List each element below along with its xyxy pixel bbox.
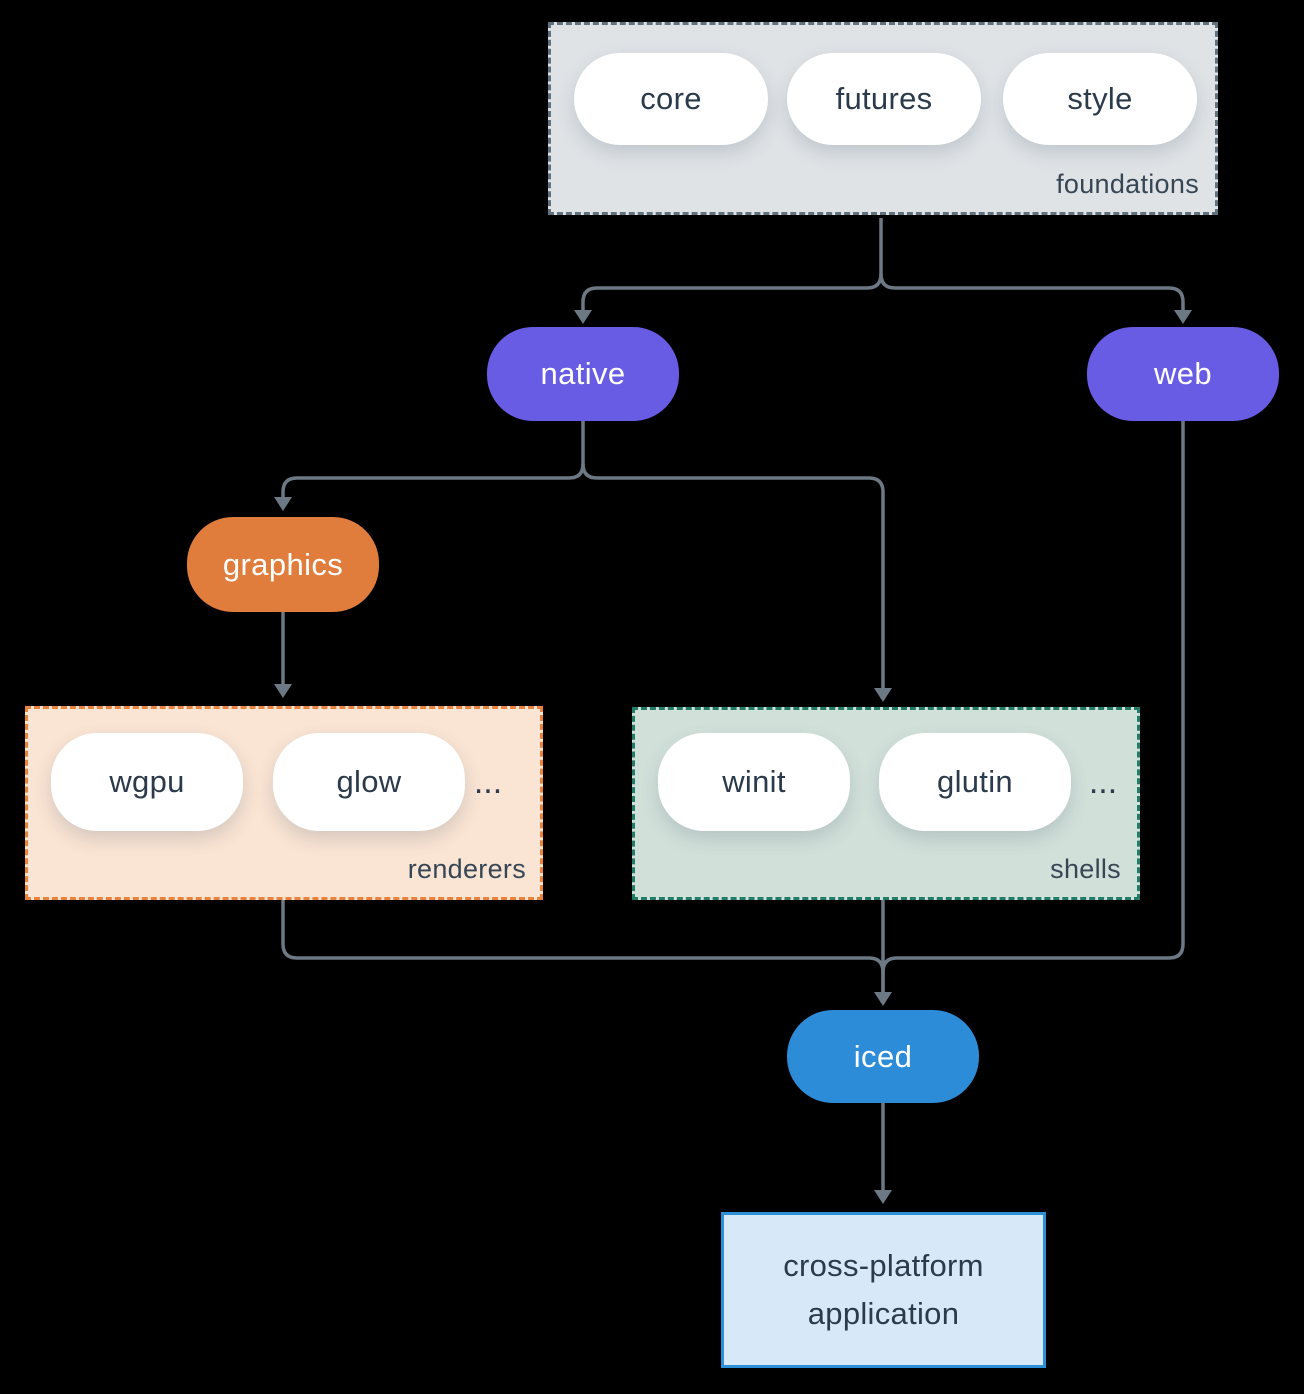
app-box-line1: cross-platform [783,1248,984,1283]
pill-wgpu-label: wgpu [109,764,185,799]
pill-winit-label: winit [722,764,786,799]
pill-winit: winit [658,733,850,831]
arrowhead-graphics [274,497,292,511]
group-foundations: core futures style foundations [548,22,1218,215]
node-iced-label: iced [853,1038,913,1074]
edge-native-to-graphics [281,463,585,497]
node-iced: iced [787,1010,979,1103]
app-box-line2: application [807,1296,960,1331]
pill-style-label: style [1067,81,1133,116]
node-graphics-label: graphics [222,546,344,582]
app-box: cross-platform application [721,1212,1046,1368]
arrowhead-native [574,310,592,324]
arrowhead-shells [874,688,892,702]
pill-glow: glow [273,733,465,831]
pill-futures: futures [787,53,981,145]
group-renderers: wgpu glow ... renderers [25,706,543,900]
pill-wgpu: wgpu [51,733,243,831]
group-renderers-label: renderers [407,854,526,884]
node-web-label: web [1153,356,1213,391]
arrowhead-iced [874,992,892,1006]
arrowhead-web [1174,310,1192,324]
group-shells: winit glutin ... shells [632,707,1140,900]
arrowhead-renderers [274,684,292,698]
renderers-ellipsis: ... [473,762,503,801]
pill-glow-label: glow [336,764,402,799]
arrowhead-app [874,1190,892,1204]
edge-renderers-to-iced [281,900,885,992]
edge-native-to-shells [581,463,885,688]
group-foundations-label: foundations [1056,169,1199,199]
node-graphics: graphics [187,517,379,612]
shells-ellipsis: ... [1088,762,1118,801]
node-web: web [1087,327,1279,421]
group-shells-label: shells [1050,854,1121,884]
pill-core-label: core [640,81,702,116]
pill-style: style [1003,53,1197,145]
pill-futures-label: futures [835,81,933,116]
pill-core: core [574,53,768,145]
edge-foundations-to-native [581,273,883,310]
pill-glutin-label: glutin [937,764,1013,799]
node-native: native [487,327,679,421]
pill-glutin: glutin [879,733,1071,831]
edge-foundations-to-web [879,273,1185,310]
node-native-label: native [540,356,626,391]
